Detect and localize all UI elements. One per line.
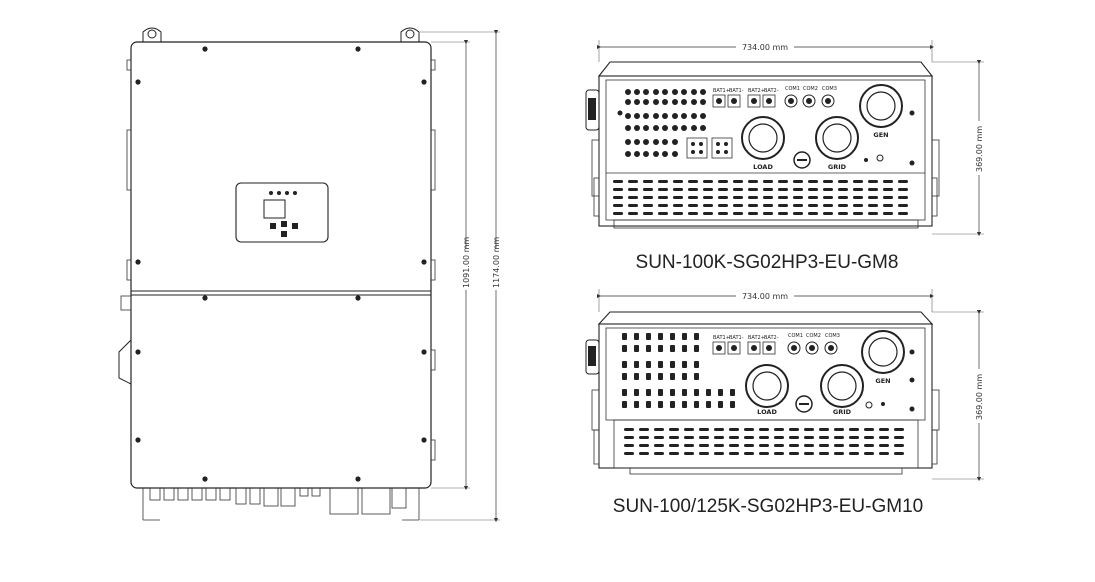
gm10-battery-ports: BAT1+ BAT1- BAT2+ BAT2- — [712, 335, 779, 355]
screws — [135, 46, 427, 482]
gm10-load-gland: LOAD — [745, 364, 789, 416]
gm8-depth-label: 369.00 mm — [975, 126, 984, 172]
svg-text:BAT2+: BAT2+ — [748, 335, 765, 341]
gm8-dc-switch — [585, 89, 600, 131]
bottom-view-gm10: 734.00 mm 369.00 mm BAT1+ — [585, 289, 984, 517]
gm10-grid-gland: GRID — [820, 364, 864, 416]
inverter-body — [130, 41, 432, 489]
lcd-screen — [263, 199, 286, 219]
gm10-depth-label: 369.00 mm — [975, 374, 984, 420]
gm8-grid-gland: GRID — [815, 116, 859, 171]
height-total-label: 1174.00 mm — [492, 237, 501, 288]
svg-text:COM1: COM1 — [785, 86, 800, 92]
svg-text:COM2: COM2 — [806, 333, 821, 339]
svg-text:COM3: COM3 — [822, 86, 837, 92]
gm10-dc-switch — [585, 339, 600, 375]
gm8-com-ports: COM1 COM2 COM3 — [784, 86, 837, 108]
svg-text:GRID: GRID — [833, 408, 852, 416]
gm10-com-ports: COM1 COM2 COM3 — [787, 333, 840, 355]
height-dimensions: 1091.00 mm 1174.00 mm — [420, 29, 501, 523]
gm8-gen-gland: GEN — [859, 84, 903, 139]
svg-text:COM1: COM1 — [788, 333, 803, 339]
gm10-width-label: 734.00 mm — [742, 292, 788, 301]
display-panel — [235, 182, 329, 243]
hanging-lug-left — [142, 27, 162, 42]
svg-text:BAT2-: BAT2- — [764, 335, 779, 341]
left-handle — [118, 339, 132, 385]
gm10-model-label: SUN-100/125K-SG02HP3-EU-GM10 — [613, 496, 923, 517]
dc-switch — [120, 295, 132, 311]
gm8-vent-grille — [613, 180, 908, 215]
svg-text:LOAD: LOAD — [753, 163, 773, 171]
front-view: 1091.00 mm 1174.00 mm — [118, 27, 501, 523]
svg-text:BAT2+: BAT2+ — [748, 88, 765, 94]
svg-text:LOAD: LOAD — [757, 408, 777, 416]
gm8-vent-valve — [793, 151, 811, 169]
svg-text:COM2: COM2 — [803, 86, 818, 92]
svg-text:BAT1-: BAT1- — [729, 335, 744, 341]
svg-text:GRID: GRID — [828, 163, 847, 171]
gm10-vent-valve — [795, 395, 813, 413]
svg-text:GEN: GEN — [873, 131, 888, 139]
gm8-width-label: 734.00 mm — [742, 43, 788, 52]
gm10-vent-grille — [624, 428, 904, 455]
svg-text:BAT1+: BAT1+ — [713, 88, 730, 94]
hanging-lug-right — [400, 27, 420, 42]
gm8-battery-ports: BAT1+ BAT1- BAT2+ BAT2- — [712, 88, 779, 108]
bottom-connectors — [142, 487, 420, 521]
svg-text:BAT1-: BAT1- — [729, 88, 744, 94]
gm10-pv-connectors — [622, 333, 735, 408]
height-body-label: 1091.00 mm — [462, 237, 471, 288]
gm8-model-label: SUN-100K-SG02HP3-EU-GM8 — [636, 252, 899, 273]
svg-text:COM3: COM3 — [825, 333, 840, 339]
gm8-housing — [598, 75, 933, 227]
svg-text:BAT2-: BAT2- — [764, 88, 779, 94]
bottom-view-gm8: 734.00 mm 369.00 mm — [585, 40, 984, 273]
gm8-pv-connectors — [625, 89, 706, 157]
svg-text:GEN: GEN — [875, 377, 890, 385]
gm10-gen-gland: GEN — [861, 330, 905, 385]
gm8-load-gland: LOAD — [741, 116, 785, 171]
svg-text:BAT1+: BAT1+ — [713, 335, 730, 341]
